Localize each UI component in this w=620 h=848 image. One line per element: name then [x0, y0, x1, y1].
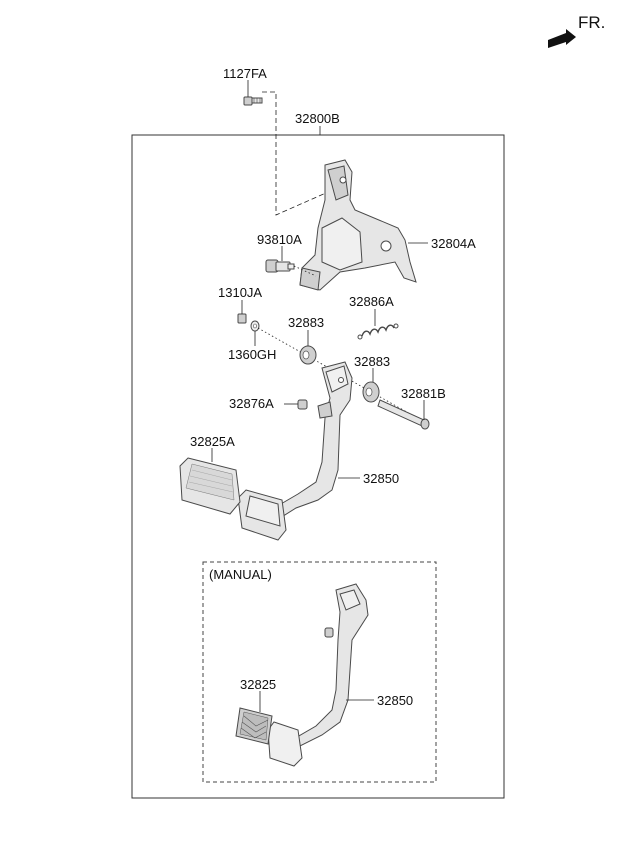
pedal-foot-manual-part [267, 721, 303, 767]
label-pedal-manual: 32850 [377, 693, 413, 708]
pad-manual-part [235, 707, 273, 745]
label-nut: 1310JA [218, 285, 262, 300]
pin-part [377, 399, 430, 430]
label-bolt: 1127FA [223, 66, 267, 81]
fr-label: FR. [578, 13, 605, 32]
label-bushing-left: 32883 [288, 315, 324, 330]
fr-arrow-icon [548, 29, 576, 48]
nut-part [237, 313, 247, 324]
stopper-part [297, 399, 308, 410]
label-spring: 32886A [349, 294, 394, 309]
pivot-axis-line [257, 327, 429, 425]
pedal-arm-manual-part [291, 583, 369, 749]
bushing-left-part [299, 345, 317, 365]
bolt-part [243, 96, 263, 106]
label-pad-manual: 32825 [240, 677, 276, 692]
label-pin: 32881B [401, 386, 446, 401]
label-stopper: 32876A [229, 396, 274, 411]
assembly-frame [131, 134, 505, 799]
label-bushing-right: 32883 [354, 354, 390, 369]
label-assembly: 32800B [295, 111, 340, 126]
label-washer: 1360GH [228, 347, 276, 362]
bracket-part [299, 159, 417, 291]
label-pedal-auto: 32850 [363, 471, 399, 486]
switch-guide-line [293, 265, 317, 277]
pad-auto-part [179, 457, 241, 515]
pedal-foot-auto-part [237, 489, 287, 541]
label-pad-auto: 32825A [190, 434, 235, 449]
bushing-right-part [362, 381, 380, 403]
manual-variant-frame [202, 561, 437, 783]
label-switch: 93810A [257, 232, 302, 247]
label-manual-title: (MANUAL) [209, 567, 272, 582]
spring-part [357, 323, 399, 340]
pedal-arm-auto-part [273, 361, 353, 519]
bolt-guide-line [262, 91, 329, 216]
label-bracket: 32804A [431, 236, 476, 251]
switch-part [265, 259, 295, 273]
